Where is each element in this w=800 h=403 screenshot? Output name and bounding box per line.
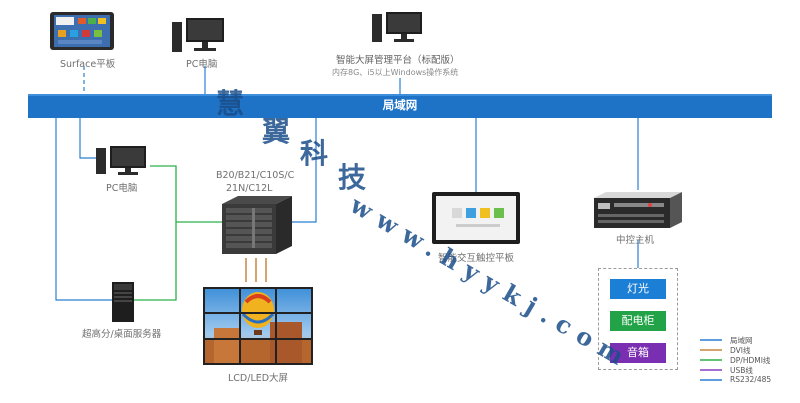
pc-top-label: PC电脑 bbox=[186, 59, 218, 70]
line-processor-lan bbox=[290, 118, 317, 223]
platform-title: 智能大屏管理平台（标配版） bbox=[336, 55, 460, 66]
pc-left-label: PC电脑 bbox=[106, 183, 138, 194]
processor-label-line2: 21N/C12L bbox=[226, 183, 273, 194]
speaker-button[interactable]: 音箱 bbox=[610, 343, 666, 363]
line-lan-pcleft bbox=[79, 118, 96, 159]
legend-label-rs232: RS232/485 bbox=[730, 375, 772, 384]
legend-label-dvi: DVI线 bbox=[730, 346, 751, 355]
watermark-char-1: 慧 bbox=[216, 87, 245, 120]
server-label: 超高分/桌面服务器 bbox=[82, 329, 162, 340]
watermark-char-4: 技 bbox=[338, 161, 367, 194]
light-button[interactable]: 灯光 bbox=[610, 279, 666, 299]
legend-label-lan: 局域网 bbox=[730, 336, 753, 345]
line-lan-server bbox=[55, 118, 112, 301]
processor-label-line1: B20/B21/C10S/C bbox=[216, 170, 295, 181]
legend-label-usb: USB线 bbox=[730, 366, 753, 375]
lan-label: 局域网 bbox=[382, 98, 418, 112]
legend-label-dp-hdmi: DP/HDMI线 bbox=[730, 356, 771, 365]
watermark-char-3: 科 bbox=[300, 137, 329, 170]
watermark-char-2: 翼 bbox=[262, 115, 291, 148]
line-server-processor bbox=[134, 222, 177, 301]
platform-subtitle: 内存8G、i5以上Windows操作系统 bbox=[332, 68, 459, 77]
line-pcleft-processor bbox=[150, 165, 222, 223]
lan-bar bbox=[28, 94, 772, 118]
power-cabinet-button[interactable]: 配电柜 bbox=[610, 311, 666, 331]
device-group bbox=[598, 268, 678, 370]
video-wall-label: LCD/LED大屏 bbox=[228, 373, 289, 384]
smart-panel-label: 智能交互触控平板 bbox=[438, 253, 515, 264]
surface-label: Surface平板 bbox=[60, 59, 116, 70]
controller-label: 中控主机 bbox=[616, 235, 655, 246]
